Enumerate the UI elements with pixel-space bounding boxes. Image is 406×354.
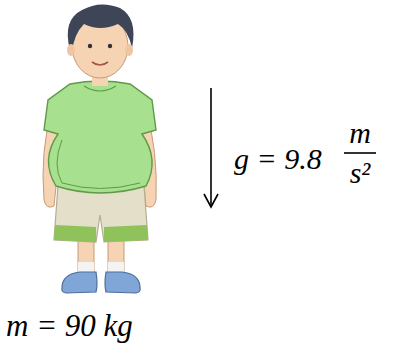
gravity-value: g = 9.8 bbox=[234, 144, 322, 174]
man-figure bbox=[43, 4, 156, 293]
arrow-head bbox=[204, 194, 218, 207]
gravity-arrow bbox=[210, 88, 212, 206]
unit-numerator: m bbox=[349, 118, 371, 148]
unit-denominator: s² bbox=[350, 158, 371, 188]
fraction-bar bbox=[344, 152, 376, 154]
mass-label: m = 90 kg bbox=[6, 310, 133, 341]
